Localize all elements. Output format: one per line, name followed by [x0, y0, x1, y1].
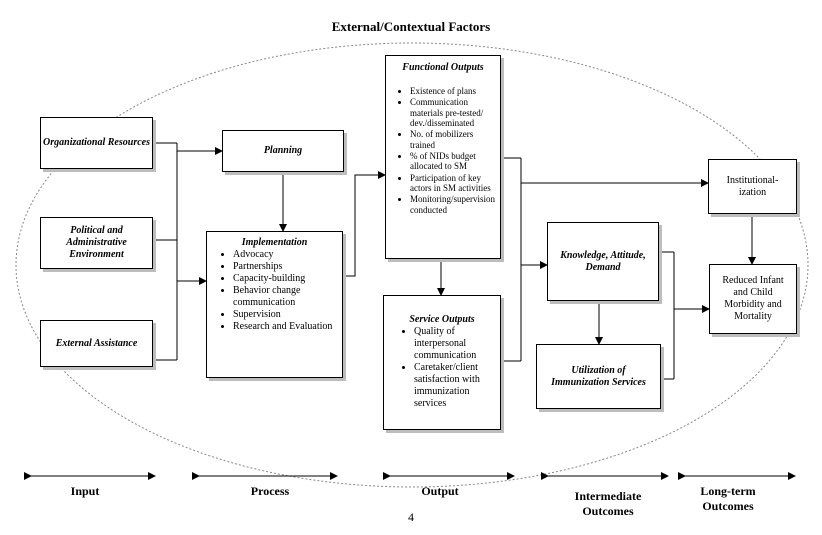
planning-box: Planning	[222, 130, 344, 172]
organizational-resources-label: Organizational Resources	[43, 137, 150, 148]
reduced-mortality-label: Reduced Infant and Child Morbidity and M…	[722, 275, 784, 322]
stage-label-input: Input	[70, 484, 100, 498]
list-item: Participation of key actors in SM activi…	[410, 173, 500, 194]
list-item: Existence of plans	[410, 86, 500, 96]
implementation-box: Implementation Advocacy Partnerships Cap…	[206, 231, 343, 378]
list-item: No. of mobilizers trained	[410, 129, 500, 150]
functional-outputs-list: Existence of plans Communication materia…	[386, 86, 500, 215]
institutionalization-label: Institutional-ization	[726, 174, 779, 198]
list-item: Capacity-building	[233, 273, 342, 285]
stage-label-process: Process	[250, 484, 290, 498]
political-environment-box: Political and Administrative Environment	[40, 217, 153, 269]
organizational-resources-box: Organizational Resources	[40, 117, 153, 169]
knowledge-label: Knowledge, Attitude, Demand	[560, 249, 646, 273]
service-outputs-list: Quality of interpersonal communication C…	[384, 326, 500, 410]
list-item: Monitoring/supervision conducted	[410, 194, 500, 215]
functional-outputs-box: Functional Outputs Existence of plans Co…	[385, 55, 501, 259]
list-item: Supervision	[233, 309, 342, 321]
external-assistance-label: External Assistance	[55, 337, 138, 349]
knowledge-box: Knowledge, Attitude, Demand	[547, 222, 659, 301]
institutionalization-box: Institutional-ization	[708, 159, 797, 214]
implementation-heading: Implementation	[241, 237, 308, 248]
context-ellipse	[15, 42, 809, 488]
utilization-label: Utilization of Immunization Services	[551, 364, 646, 388]
list-item: Research and Evaluation	[233, 321, 342, 333]
list-item: Partnerships	[233, 261, 342, 273]
stage-label-intermediate: Intermediate Outcomes	[574, 489, 642, 518]
list-item: Caretaker/client satisfaction with immun…	[414, 362, 496, 410]
reduced-mortality-box: Reduced Infant and Child Morbidity and M…	[709, 264, 797, 334]
list-item: % of NIDs budget allocated to SM	[410, 151, 500, 172]
external-assistance-box: External Assistance	[40, 320, 153, 367]
list-item: Communication materials pre-tested/ dev.…	[410, 97, 500, 128]
implementation-list: Advocacy Partnerships Capacity-building …	[207, 249, 342, 333]
stage-label-output: Output	[421, 484, 459, 498]
page-number: 4	[408, 510, 414, 524]
utilization-box: Utilization of Immunization Services	[536, 344, 661, 409]
service-outputs-box: Service Outputs Quality of interpersonal…	[383, 295, 501, 430]
functional-outputs-heading: Functional Outputs	[402, 62, 484, 73]
list-item: Advocacy	[233, 249, 342, 261]
planning-label: Planning	[263, 145, 303, 156]
political-environment-label: Political and Administrative Environment	[66, 225, 127, 260]
diagram-title: External/Contextual Factors	[331, 19, 491, 34]
service-outputs-heading: Service Outputs	[409, 314, 475, 325]
list-item: Behavior change communication	[233, 285, 342, 309]
arrow-implementation-functional	[343, 171, 386, 277]
stage-label-longterm: Long-term Outcomes	[700, 484, 756, 513]
list-item: Quality of interpersonal communication	[414, 326, 496, 362]
